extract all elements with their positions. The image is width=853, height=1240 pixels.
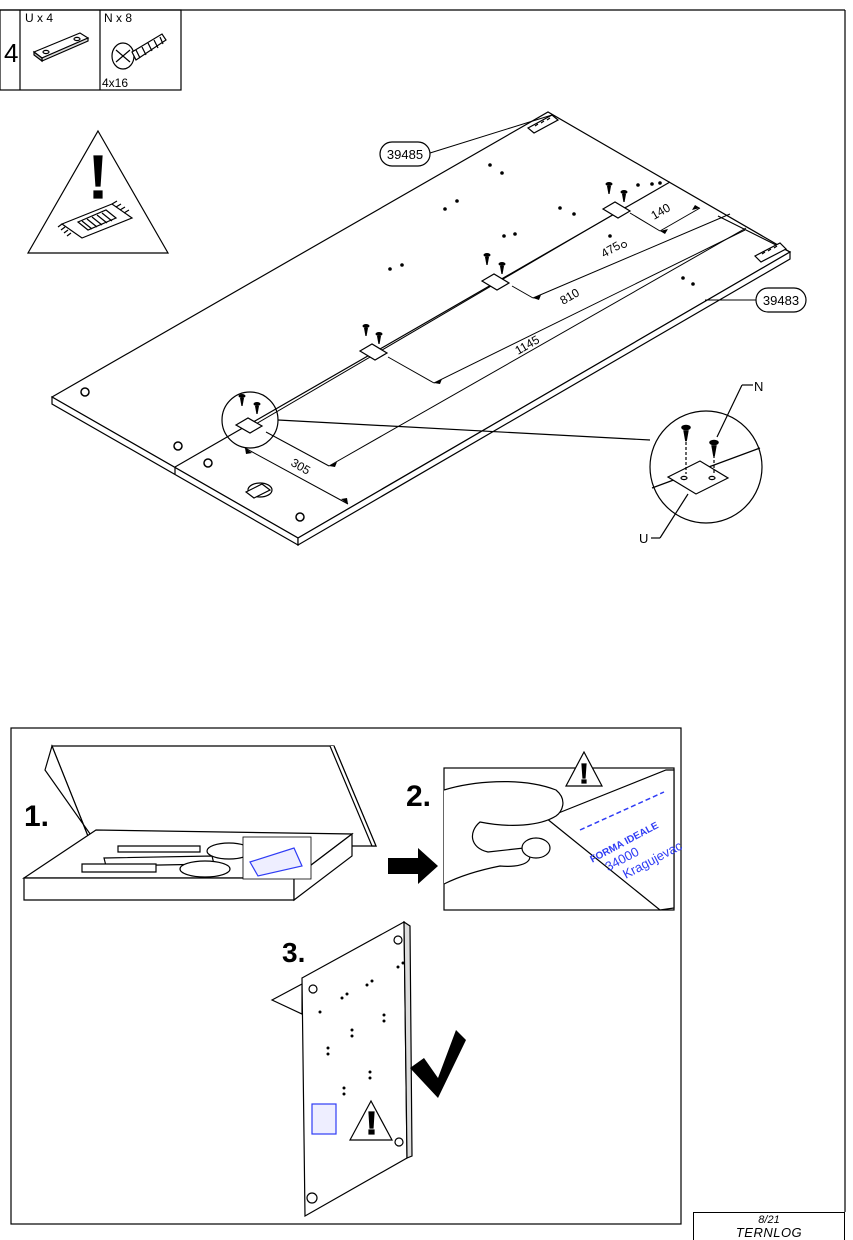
panel-hardware <box>244 114 788 499</box>
label-instructions-box <box>10 727 682 1225</box>
svg-text:39483: 39483 <box>763 293 799 308</box>
dimension-arrows <box>245 205 700 504</box>
parts-table: 4 U x 4 N x 8 4x16 <box>0 9 182 91</box>
panel-holes <box>80 163 695 522</box>
soft-surface-warning-icon <box>26 129 170 254</box>
step-3-panel-holes <box>318 961 405 1096</box>
svg-text:39485: 39485 <box>387 147 423 162</box>
part-n-size: 4x16 <box>102 76 128 90</box>
product-name: TERNLOG <box>735 1225 803 1240</box>
step-1-label: 1. <box>24 800 49 833</box>
part-u-label: U x 4 <box>25 11 53 25</box>
step-3-panel-with-label-illustration <box>270 920 413 1218</box>
step-number: 4 <box>4 38 18 68</box>
part-n-label: N x 8 <box>104 11 132 25</box>
step-3-label: 3. <box>282 937 305 968</box>
mounting-plate-icon <box>32 32 90 63</box>
page-footer: 8/21 TERNLOG <box>693 1212 845 1240</box>
callout-u: U <box>639 531 648 546</box>
checkmark-icon <box>410 1030 466 1098</box>
wood-screw-icon <box>111 33 167 70</box>
arrow-right-icon <box>388 848 438 884</box>
plate-line <box>248 206 627 429</box>
part-callout-39483: 39483 <box>705 287 807 313</box>
part-callout-39485: 39485 <box>379 114 553 167</box>
page-number: 8/21 <box>758 1214 780 1226</box>
step-1-open-box-illustration <box>22 744 377 902</box>
mounting-plates <box>234 201 632 434</box>
step-2-label: 2. <box>406 780 431 813</box>
callout-n: N <box>754 379 763 394</box>
detail-magnifier <box>277 384 763 539</box>
step-2-peel-label-illustration <box>443 750 675 911</box>
